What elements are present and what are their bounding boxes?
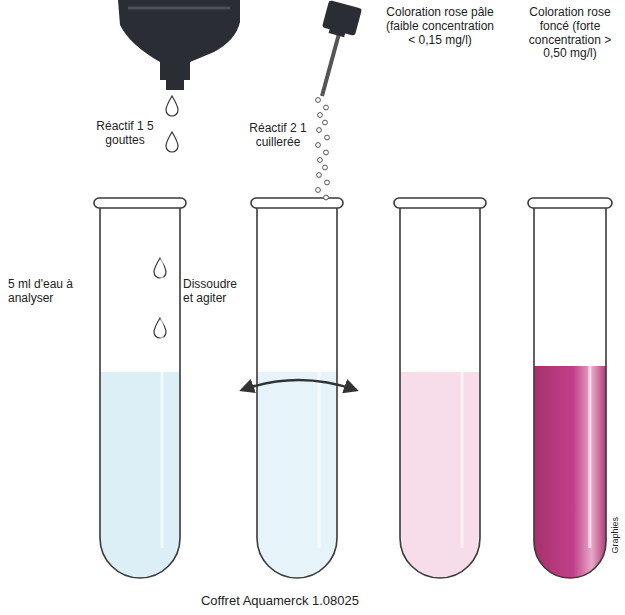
tube-rim: [394, 198, 486, 208]
drops: [154, 96, 178, 338]
granule: [324, 105, 329, 110]
glass-highlight: [161, 225, 164, 548]
glass-highlight: [461, 225, 464, 548]
tube-rim: [94, 198, 186, 208]
glass-highlight: [318, 225, 321, 548]
tube-outline: [100, 205, 180, 578]
test-tube: [94, 198, 186, 578]
glass-highlight: [588, 225, 591, 548]
granule: [324, 195, 329, 200]
step-label: Dissoudre et agiter: [183, 278, 247, 306]
granule: [325, 180, 330, 185]
granule: [325, 135, 330, 140]
granule: [316, 143, 321, 148]
granule: [316, 98, 321, 103]
caption: Coffret Aquamerck 1.08025: [120, 593, 440, 609]
tube-outline: [400, 205, 480, 578]
liquid: [534, 366, 606, 578]
granule: [323, 165, 328, 170]
granule: [323, 120, 328, 125]
liquid: [100, 372, 180, 578]
reagent-bottle: [118, 0, 240, 90]
watermark: Graphies: [610, 505, 620, 565]
reagent-spoon: [322, 0, 362, 96]
stir-arrow: [242, 380, 356, 390]
reagent-label: Réactif 1 5 gouttes: [92, 120, 158, 148]
tube-outline: [534, 205, 606, 578]
result-label: Coloration rose pâle (faible concentrati…: [385, 6, 495, 47]
liquid: [257, 372, 337, 578]
reagent-label: Réactif 2 1 cuillerée: [244, 122, 312, 150]
granule: [318, 113, 323, 118]
liquid: [400, 372, 480, 578]
granule: [317, 173, 322, 178]
sample-label: 5 ml d'eau à analyser: [8, 278, 88, 306]
granule: [324, 150, 329, 155]
tube-rim: [528, 198, 612, 208]
test-tube: [394, 198, 486, 578]
granule: [318, 158, 323, 163]
test-tube: [251, 198, 343, 578]
granule: [317, 128, 322, 133]
granule: [316, 188, 321, 193]
tube-rim: [251, 198, 343, 208]
result-label: Coloration rose foncé (forte concentrati…: [520, 6, 620, 61]
tube-outline: [257, 205, 337, 578]
test-tube: [528, 198, 612, 578]
